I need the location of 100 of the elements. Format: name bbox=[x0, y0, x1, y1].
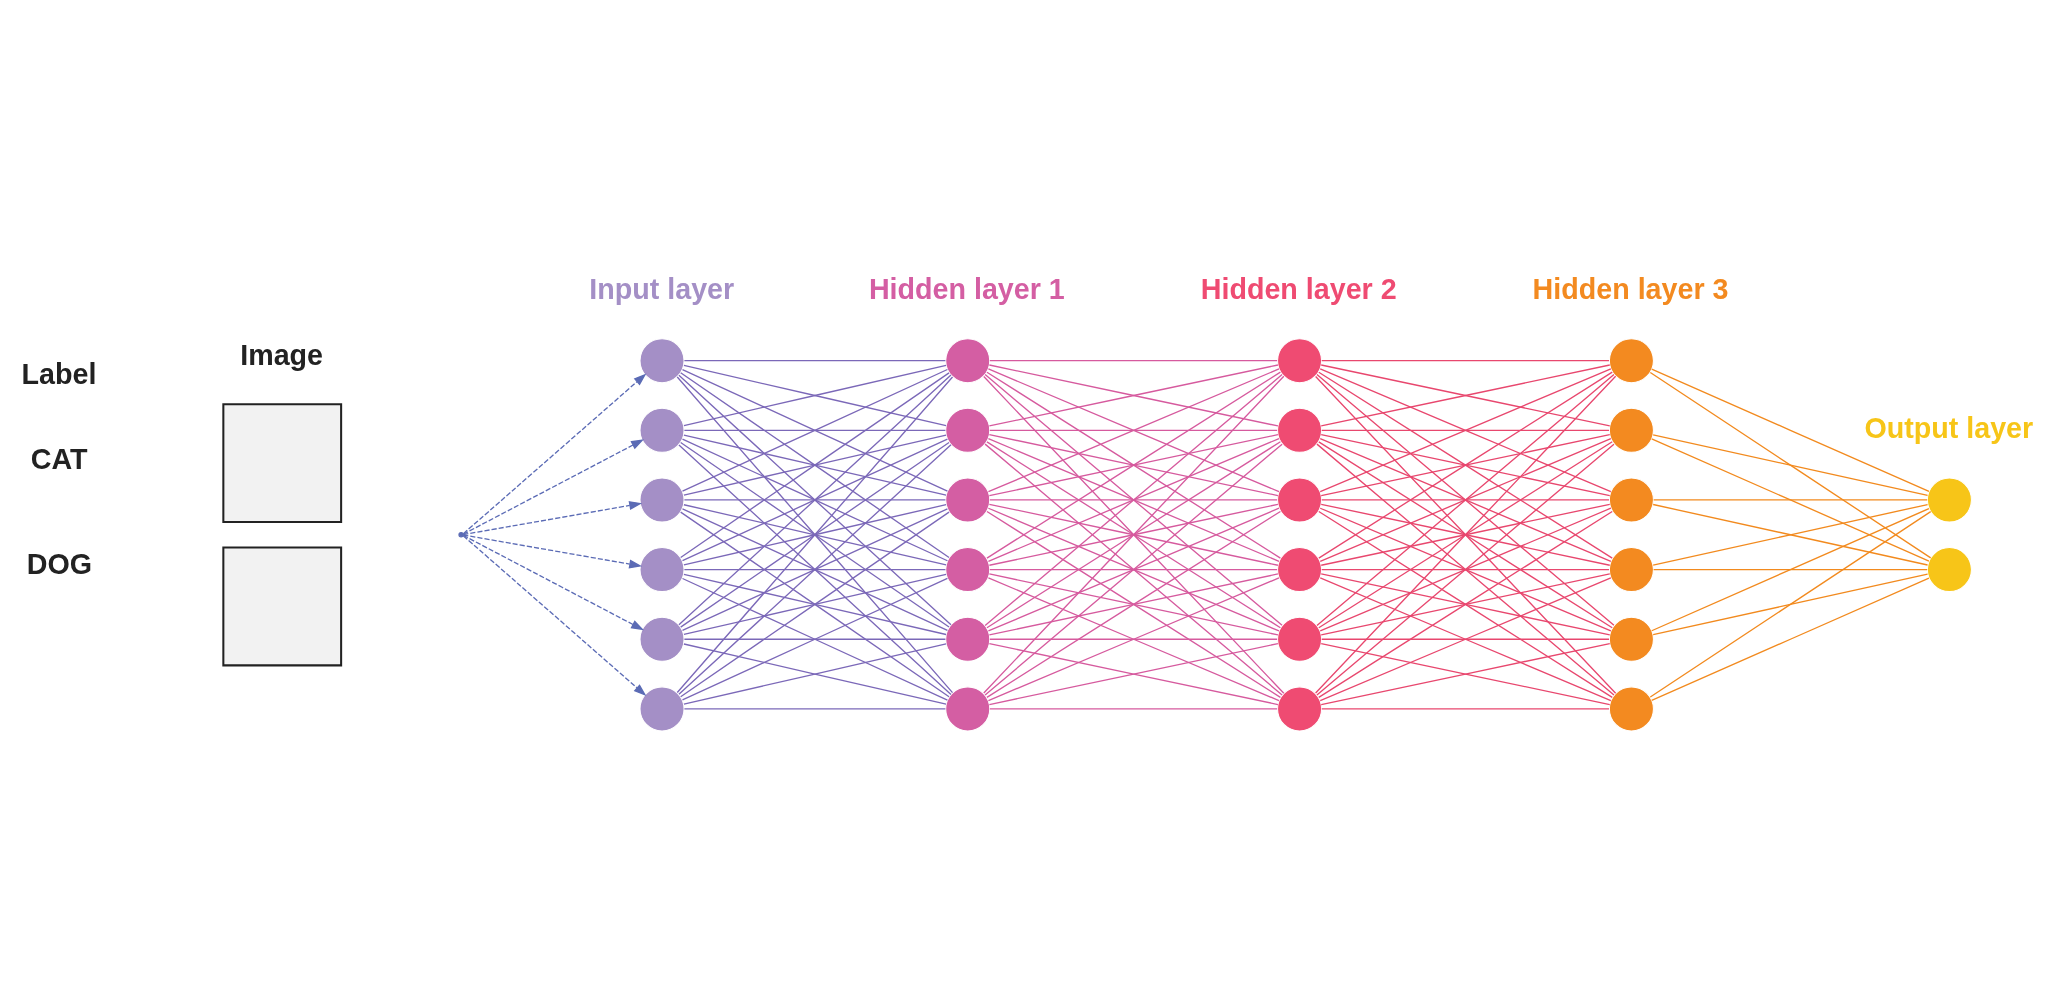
node-circle bbox=[1608, 547, 1654, 593]
label: Label bbox=[21, 358, 97, 391]
connector bbox=[1314, 375, 1617, 694]
label: Output layer bbox=[1864, 412, 2034, 445]
arrow bbox=[462, 535, 647, 697]
connector bbox=[987, 507, 1280, 632]
node-circle bbox=[945, 686, 991, 732]
node-circle bbox=[1277, 686, 1323, 732]
node-circle bbox=[1277, 616, 1323, 662]
connector bbox=[983, 375, 1285, 694]
connector bbox=[683, 643, 947, 705]
node-circle bbox=[1608, 338, 1654, 384]
connector bbox=[988, 642, 1279, 706]
node-circle bbox=[945, 407, 991, 453]
connector bbox=[989, 360, 1278, 362]
connector bbox=[1651, 368, 1930, 493]
arrow bbox=[462, 373, 647, 535]
node-circle bbox=[1608, 616, 1654, 662]
connector bbox=[1652, 573, 1929, 636]
connector bbox=[1652, 503, 1929, 566]
node-circle bbox=[945, 477, 991, 523]
connector bbox=[1319, 507, 1612, 632]
connector bbox=[683, 429, 947, 431]
node-circle bbox=[945, 616, 991, 662]
node-circle bbox=[945, 547, 991, 593]
connector bbox=[680, 372, 950, 559]
label: CAT bbox=[30, 443, 88, 476]
connector bbox=[683, 360, 947, 362]
connector bbox=[1320, 434, 1611, 497]
connector bbox=[683, 499, 947, 501]
node-circle bbox=[1608, 407, 1654, 453]
connector bbox=[678, 374, 952, 626]
connector bbox=[1320, 573, 1611, 636]
connector bbox=[676, 376, 954, 694]
node-box bbox=[222, 403, 343, 523]
connector bbox=[989, 638, 1278, 640]
node-circle bbox=[1277, 407, 1323, 453]
connector bbox=[1652, 434, 1929, 497]
node-circle bbox=[639, 477, 685, 523]
node-circle bbox=[1277, 477, 1323, 523]
connector bbox=[988, 434, 1279, 497]
connector bbox=[683, 504, 947, 566]
node-box bbox=[222, 546, 343, 667]
node-circle bbox=[639, 616, 685, 662]
node-circle bbox=[639, 686, 685, 732]
connector bbox=[989, 568, 1278, 571]
connector bbox=[681, 368, 949, 492]
node-circle bbox=[639, 407, 685, 453]
connector bbox=[1651, 438, 1930, 562]
connector bbox=[1653, 568, 1928, 571]
label: Hidden layer 2 bbox=[1200, 273, 1397, 306]
connector bbox=[988, 364, 1279, 427]
connector bbox=[1321, 638, 1610, 640]
connector bbox=[1316, 443, 1615, 696]
connector bbox=[1320, 364, 1611, 427]
connector bbox=[1651, 507, 1930, 632]
connector bbox=[989, 429, 1278, 431]
connector bbox=[989, 499, 1278, 501]
connector bbox=[988, 573, 1279, 636]
connector bbox=[989, 708, 1278, 710]
connector bbox=[683, 434, 947, 496]
label: Image bbox=[240, 338, 324, 371]
node-circle bbox=[1277, 338, 1323, 384]
node-circle bbox=[639, 547, 685, 593]
arrow bbox=[462, 439, 644, 535]
connector bbox=[1651, 577, 1930, 702]
node-circle bbox=[1277, 547, 1323, 593]
label: DOG bbox=[26, 547, 92, 580]
connector bbox=[1321, 429, 1610, 431]
connector bbox=[987, 368, 1280, 493]
connector bbox=[987, 577, 1280, 702]
node-circle bbox=[1608, 477, 1654, 523]
connector bbox=[1318, 441, 1613, 629]
connector bbox=[986, 441, 1282, 629]
arrow bbox=[462, 534, 644, 631]
label: Hidden layer 1 bbox=[868, 273, 1065, 306]
label: Hidden layer 3 bbox=[1532, 273, 1729, 306]
node-circle bbox=[639, 338, 685, 384]
connector bbox=[680, 441, 950, 628]
connector bbox=[683, 568, 947, 571]
connector bbox=[681, 577, 949, 701]
connector bbox=[681, 438, 949, 562]
node-circle bbox=[1926, 547, 1972, 593]
connector bbox=[1320, 642, 1611, 706]
connector bbox=[1319, 577, 1612, 702]
connector bbox=[1318, 371, 1613, 559]
connector bbox=[1321, 499, 1610, 501]
node-point bbox=[458, 532, 464, 538]
connector bbox=[683, 708, 947, 710]
connector bbox=[680, 511, 950, 698]
connector bbox=[1319, 437, 1612, 562]
node-circle bbox=[1926, 477, 1972, 523]
connector bbox=[1321, 708, 1610, 710]
connector bbox=[1321, 360, 1610, 362]
connector bbox=[1653, 499, 1928, 501]
connector bbox=[683, 573, 947, 636]
connector bbox=[987, 437, 1280, 562]
label: Input layer bbox=[589, 273, 735, 306]
connector bbox=[683, 638, 947, 640]
arrow bbox=[462, 501, 643, 536]
